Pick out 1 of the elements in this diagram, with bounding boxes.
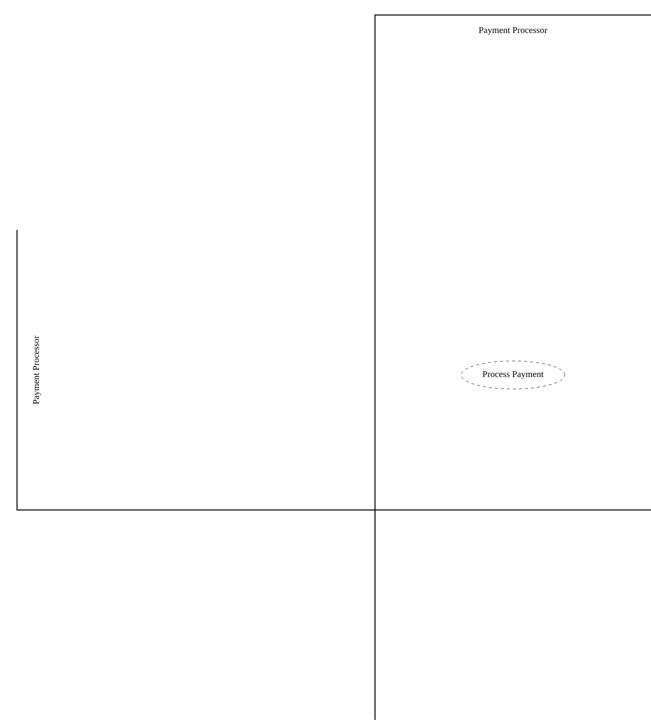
swimlane: Payment Processor [16,230,376,510]
